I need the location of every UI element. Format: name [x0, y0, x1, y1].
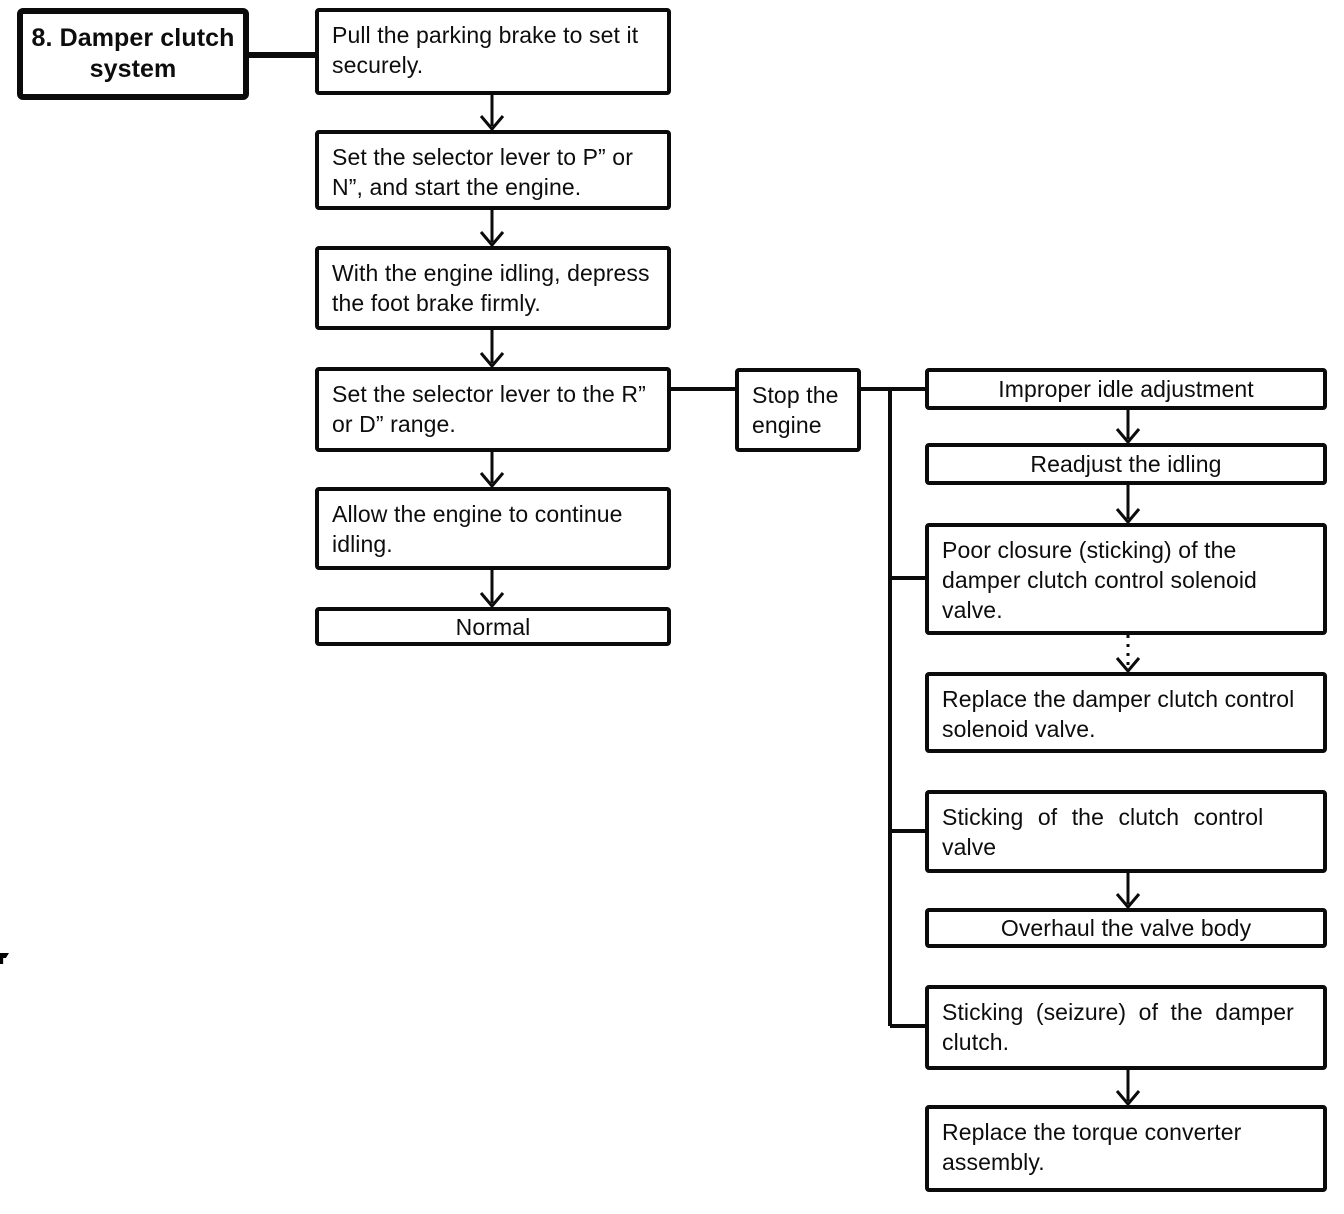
arrow-step4-to-step5: [479, 452, 505, 489]
remedy-box-3: Overhaul the valve body: [925, 908, 1327, 948]
arrow-step2-to-step3: [479, 210, 505, 248]
scan-artifact: [0, 953, 9, 964]
arrow-cause1-to-remedy1: [1115, 410, 1141, 445]
remedy-box-2: Replace the damper clutch control soleno…: [925, 672, 1327, 753]
arrow-cause2-to-remedy2: [1115, 635, 1141, 674]
step-box-1: Pull the parking brake to set it securel…: [315, 8, 671, 95]
arrow-step5-to-normal: [479, 570, 505, 609]
cause-box-4: Sticking (seizure) of the damper clutch.: [925, 985, 1327, 1070]
step-box-5: Allow the engine to continue idling.: [315, 487, 671, 570]
system-title-box: 8. Damper clutch system: [17, 8, 249, 100]
cause-box-3: Sticking of the clutch control valve: [925, 790, 1327, 873]
arrow-step1-to-step2: [479, 95, 505, 132]
cause-box-1: Improper idle adjustment: [925, 368, 1327, 410]
step-box-4: Set the selector lever to the R” or D” r…: [315, 367, 671, 452]
cause-box-2: Poor closure (sticking) of the damper cl…: [925, 523, 1327, 635]
arrow-cause3-to-remedy3: [1115, 873, 1141, 910]
step-box-3: With the engine idling, depress the foot…: [315, 246, 671, 330]
arrow-cause4-to-remedy4: [1115, 1070, 1141, 1107]
stop-engine-box: Stop the engine: [735, 368, 861, 452]
remedy-box-1: Readjust the idling: [925, 443, 1327, 485]
normal-box: Normal: [315, 607, 671, 646]
arrow-remedy1-to-cause2: [1115, 485, 1141, 525]
step-box-2: Set the selector lever to P” or N”, and …: [315, 130, 671, 210]
remedy-box-4: Replace the torque converter assembly.: [925, 1105, 1327, 1192]
arrow-step3-to-step4: [479, 330, 505, 369]
